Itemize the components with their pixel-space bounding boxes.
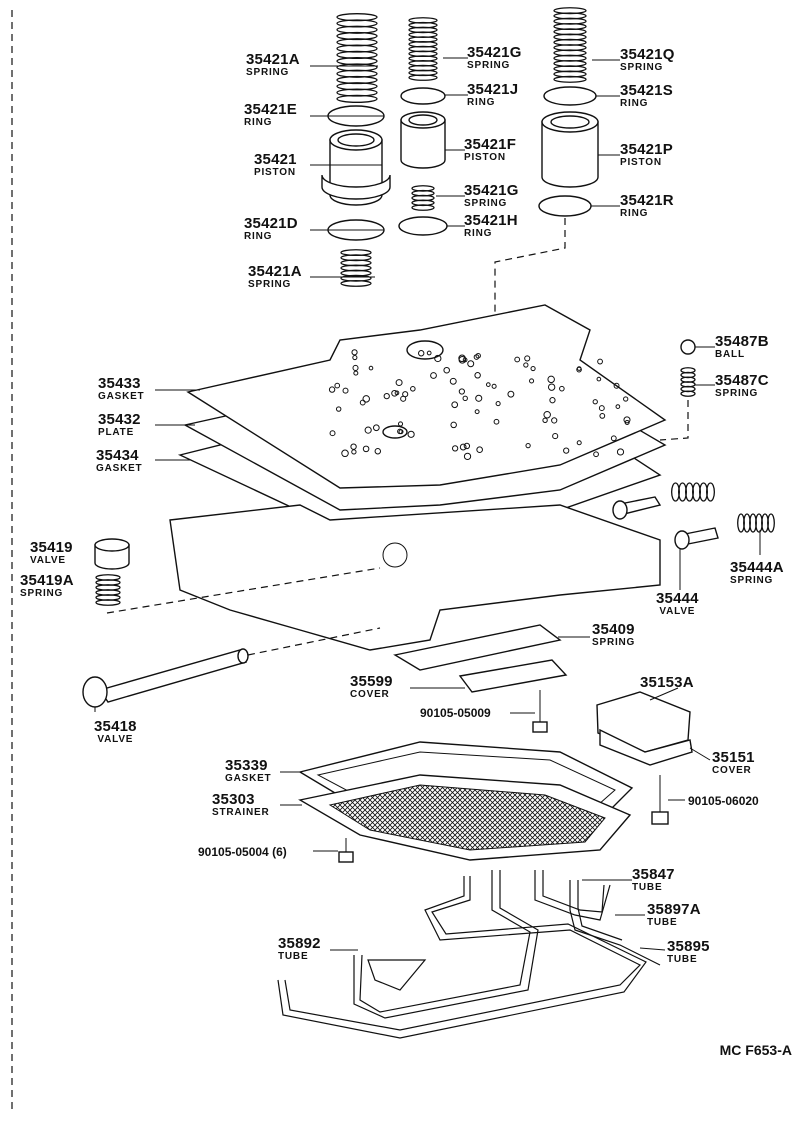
- bolt-90105-05009-icon: [532, 690, 548, 733]
- label-bolt-90105-05009: 90105-05009: [420, 706, 491, 720]
- spring-35421g-mid-icon: [411, 185, 435, 211]
- spring-35487c-icon: [680, 367, 696, 397]
- tubes-assembly-icon: [277, 870, 661, 1039]
- assembly-dash-line: [494, 218, 566, 312]
- ring-35421h-icon: [398, 216, 448, 236]
- valve-35418-dash-line: [247, 627, 381, 656]
- spring-35421g-top-icon: [408, 17, 438, 81]
- spring-35421a-top-icon: [336, 12, 378, 104]
- spring-35409-icon: [393, 624, 562, 671]
- cover-35599-icon: [458, 659, 568, 693]
- ring-35421j-icon: [400, 87, 446, 105]
- ring-35421r-icon: [538, 195, 592, 217]
- diagram-code: MC F653-A: [719, 1042, 792, 1058]
- label-bolt-90105-06020: 90105-06020: [688, 794, 759, 808]
- valve-35444-icon: [674, 527, 719, 550]
- valve-35419-icon: [94, 538, 130, 570]
- piston-35421p-icon: [541, 111, 599, 188]
- bolt-90105-05004-icon: [338, 838, 354, 863]
- gasket-35433-icon: [186, 304, 667, 489]
- bolt-90105-06020-icon: [651, 775, 669, 825]
- valve-35419-dash-line: [106, 567, 381, 614]
- valve-body-icon: [169, 504, 661, 651]
- leader-lines: [94, 57, 761, 951]
- ball-dash-line: [659, 400, 689, 441]
- spring-35421a-bottom-icon: [340, 249, 372, 287]
- piston-35421f-icon: [400, 111, 446, 169]
- label-bolt-90105-05004: 90105-05004 (6): [198, 845, 287, 859]
- spring-35419a-icon: [95, 574, 121, 606]
- spring-35444a-icon: [737, 513, 775, 533]
- valve-35418-icon: [82, 648, 249, 708]
- valve-upper-right-icon: [612, 496, 662, 520]
- strainer-35303-icon: [298, 774, 632, 861]
- spring-35421q-icon: [553, 7, 587, 83]
- spring-upper-right-icon: [671, 482, 716, 502]
- ball-35487b-icon: [680, 339, 696, 355]
- piston-35421-icon: [321, 129, 391, 206]
- label-part-35153a: 35153A: [640, 674, 694, 691]
- ring-35421s-icon: [543, 86, 597, 106]
- cover-35151-icon: [599, 728, 693, 766]
